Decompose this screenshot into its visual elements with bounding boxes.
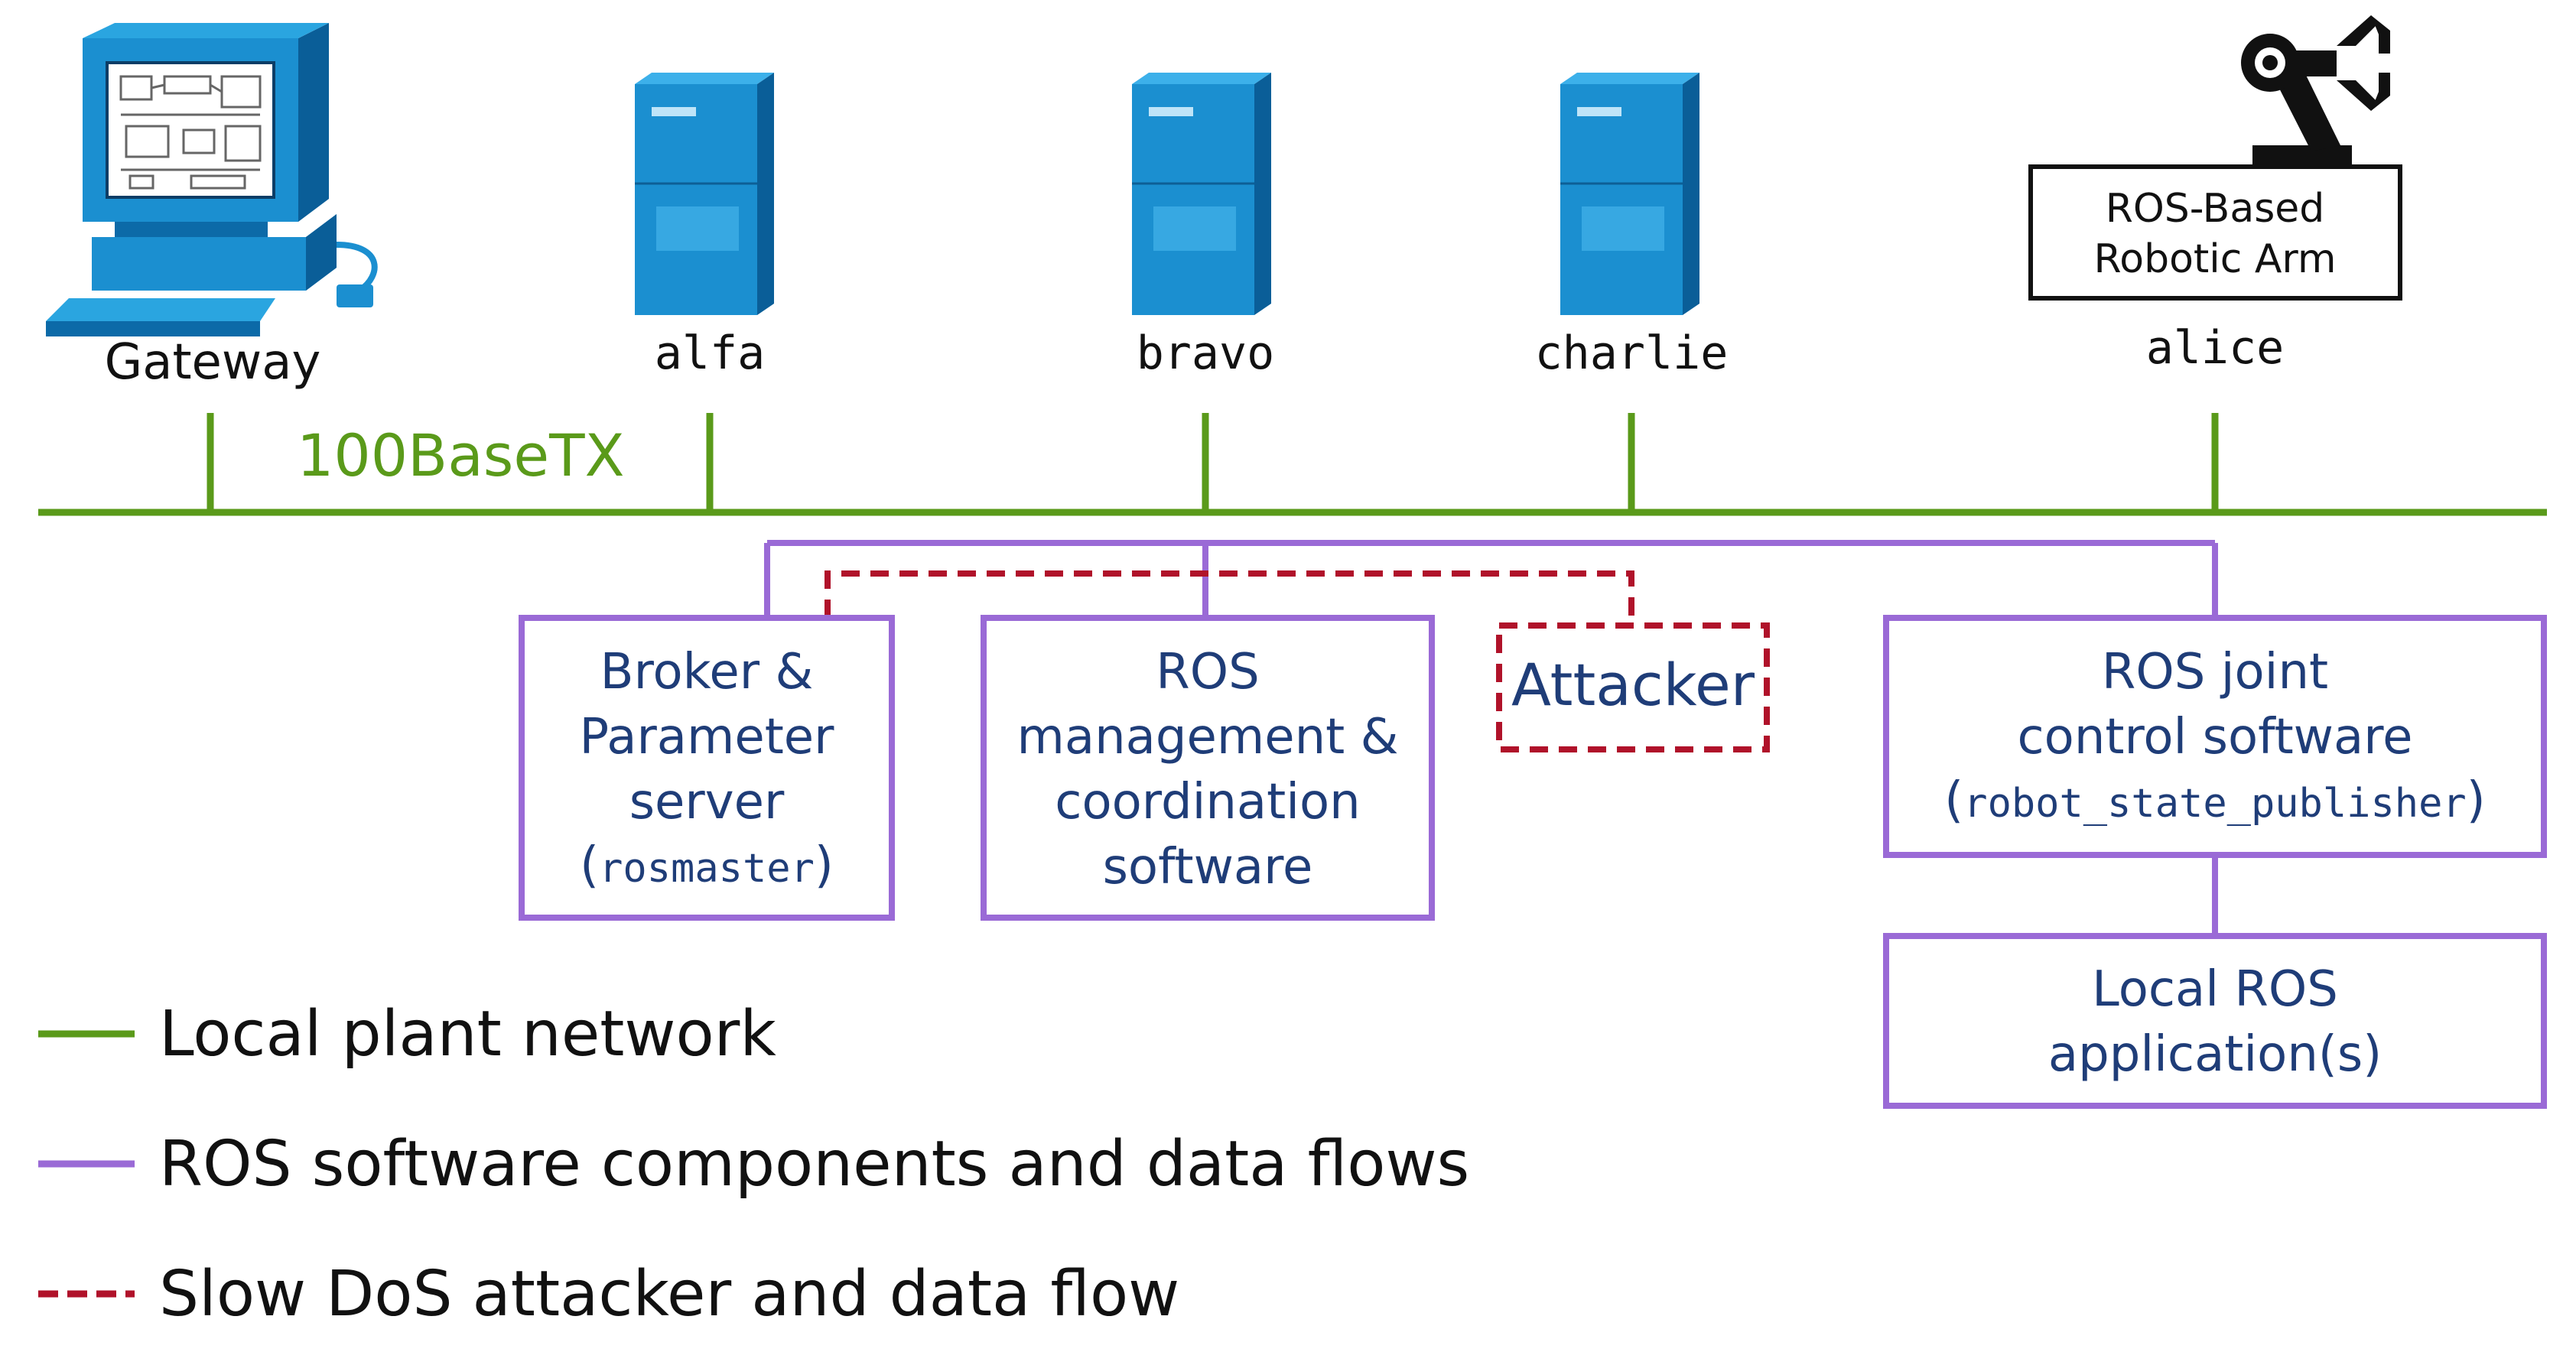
legend-ros-label: ROS software components and data flows — [159, 1128, 1469, 1201]
joint-line1: ROS joint — [2102, 644, 2328, 700]
management-line2: management & — [1017, 709, 1399, 765]
broker-code-line: (rosmaster) — [580, 837, 834, 894]
attacker-box — [1496, 622, 1770, 752]
legend-attack-label: Slow DoS attacker and data flow — [159, 1258, 1179, 1331]
joint-paren-close: ) — [2467, 772, 2486, 829]
joint-paren-open: ( — [1944, 772, 1963, 829]
broker-line2: Parameter — [580, 709, 835, 765]
server-tower-icon — [635, 73, 774, 315]
joint-control-box — [1883, 615, 2547, 858]
management-line3: coordination — [1055, 774, 1360, 830]
local-line1: Local ROS — [2092, 961, 2338, 1018]
alfa-label: alfa — [655, 327, 766, 380]
server-tower-icon — [1132, 73, 1271, 315]
gateway-label: Gateway — [105, 334, 321, 391]
computer-terminal-icon — [46, 23, 378, 336]
network-bus — [38, 413, 2547, 516]
legend: Local plant network ROS software compone… — [38, 998, 1469, 1331]
ros-data-flow-lines — [764, 540, 2218, 936]
broker-paren-open: ( — [580, 837, 599, 894]
server-tower-icon — [1560, 73, 1699, 315]
joint-code-line: (robot_state_publisher) — [1944, 772, 2485, 829]
robot-box — [2028, 164, 2402, 301]
robot-box-line1: ROS-Based — [2106, 186, 2325, 232]
attacker-label: Attacker — [1511, 651, 1755, 719]
alice-label: alice — [2146, 321, 2285, 375]
attack-data-flow-line — [825, 570, 1634, 626]
charlie-label: charlie — [1535, 327, 1729, 380]
broker-line3: server — [629, 774, 785, 830]
management-line1: ROS — [1156, 644, 1259, 700]
broker-code: rosmaster — [599, 846, 815, 892]
local-apps-box — [1883, 933, 2547, 1109]
broker-paren-close: ) — [815, 837, 834, 894]
management-box — [981, 615, 1435, 921]
bravo-label: bravo — [1137, 327, 1275, 380]
broker-box — [519, 615, 895, 921]
robotic-arm-icon — [2241, 15, 2390, 167]
robot-box-line2: Robotic Arm — [2093, 236, 2336, 282]
network-label: 100BaseTX — [297, 421, 625, 489]
joint-line2: control software — [2017, 709, 2412, 765]
local-line2: application(s) — [2048, 1026, 2382, 1083]
broker-line1: Broker & — [600, 644, 814, 700]
management-line4: software — [1103, 839, 1313, 895]
joint-code: robot_state_publisher — [1963, 781, 2466, 827]
legend-network-label: Local plant network — [159, 998, 776, 1071]
